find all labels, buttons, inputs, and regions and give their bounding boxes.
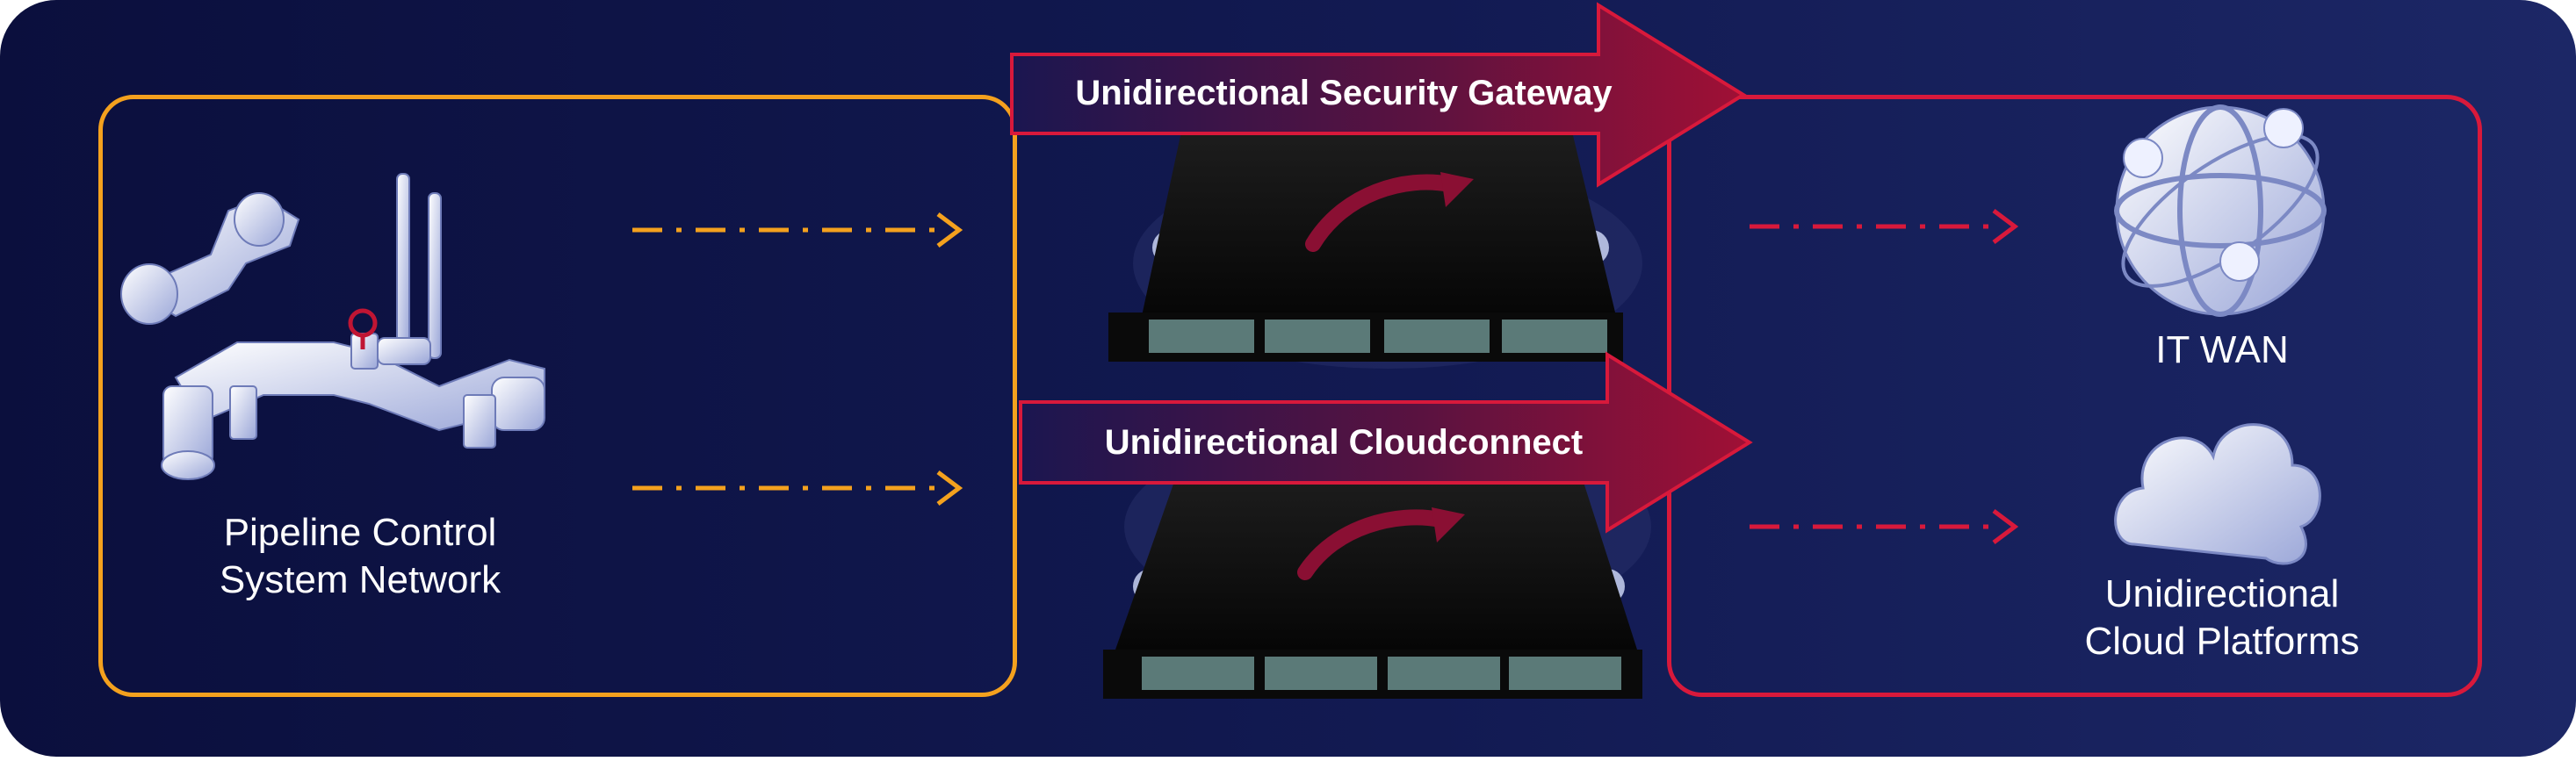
valve-icon [348,308,378,349]
diagram-panel: Unidirectional Security Gateway Unidirec… [0,0,2576,757]
pipeline-icon [120,173,545,480]
it-wan-label: IT WAN [2155,328,2289,371]
cloud-platforms-label: Unidirectional Cloud Platforms [2084,572,2360,663]
cloudconnect-arrow [1019,351,1753,534]
globe-icon [2114,104,2327,317]
source-zone [98,95,1017,697]
flow-arrow-source-bottom [632,471,963,506]
diagram-graphics [120,2,2327,699]
flow-arrow-dest-bottom [1750,509,2019,544]
source-label: Pipeline Control System Network [219,511,501,601]
cloud-icon [2114,423,2321,565]
cloudconnect-label: Unidirectional Cloudconnect [1104,423,1584,462]
security-gateway-label: Unidirectional Security Gateway [1075,74,1613,112]
flow-arrow-source-top [632,212,963,248]
flow-arrow-dest-top [1750,209,2019,244]
security-gateway-arrow [1010,2,1747,188]
security-gateway-appliance [1108,132,1642,369]
